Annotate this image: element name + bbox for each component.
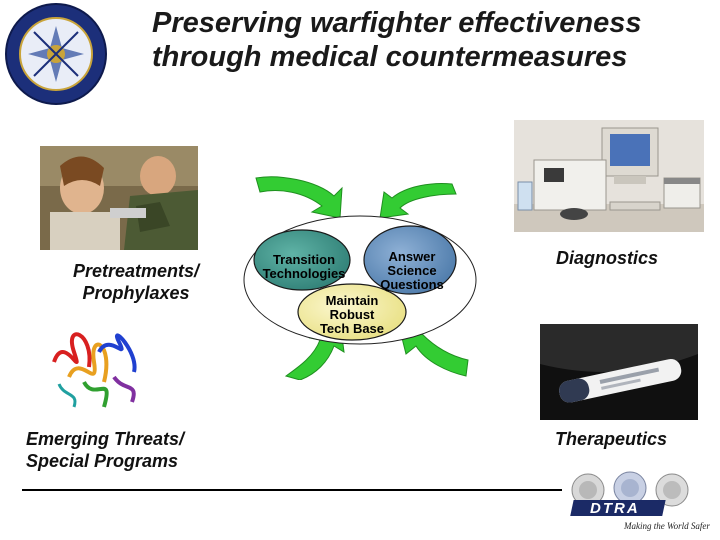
emerging-threats-label: Emerging Threats/ Special Programs — [26, 429, 185, 471]
slide-title: Preserving warfighter effectiveness thro… — [152, 7, 642, 73]
jstd-seal-logo — [5, 3, 107, 105]
pretreatments-label: Pretreatments/ Prophylaxes — [72, 261, 200, 303]
autoinjector-photo — [540, 324, 698, 420]
countermeasure-cycle-diagram — [243, 176, 477, 380]
transition-technologies-oval — [253, 229, 351, 291]
footer-logo-text: DTRA — [590, 500, 640, 517]
therapeutics-label: Therapeutics — [555, 429, 668, 449]
vaccination-photo — [40, 146, 198, 250]
cycle-arrow-top-left — [255, 176, 343, 219]
footer-divider — [22, 489, 562, 491]
protein-structure-image — [44, 322, 148, 416]
cycle-arrow-top-right — [379, 183, 457, 219]
footer-seals-logo — [566, 470, 716, 526]
answer-questions-oval — [363, 225, 457, 295]
answer-science-questions-text: Answer Science Questions — [380, 249, 444, 292]
lab-equipment-photo — [514, 120, 704, 232]
maintain-tech-base-text: Maintain Robust Tech Base — [319, 293, 385, 336]
maintain-tech-base-oval — [297, 283, 407, 341]
transition-technologies-text: Transition Technologies — [262, 252, 346, 281]
footer-tagline: Making the World Safer — [624, 521, 710, 531]
diagnostics-label: Diagnostics — [556, 248, 659, 268]
